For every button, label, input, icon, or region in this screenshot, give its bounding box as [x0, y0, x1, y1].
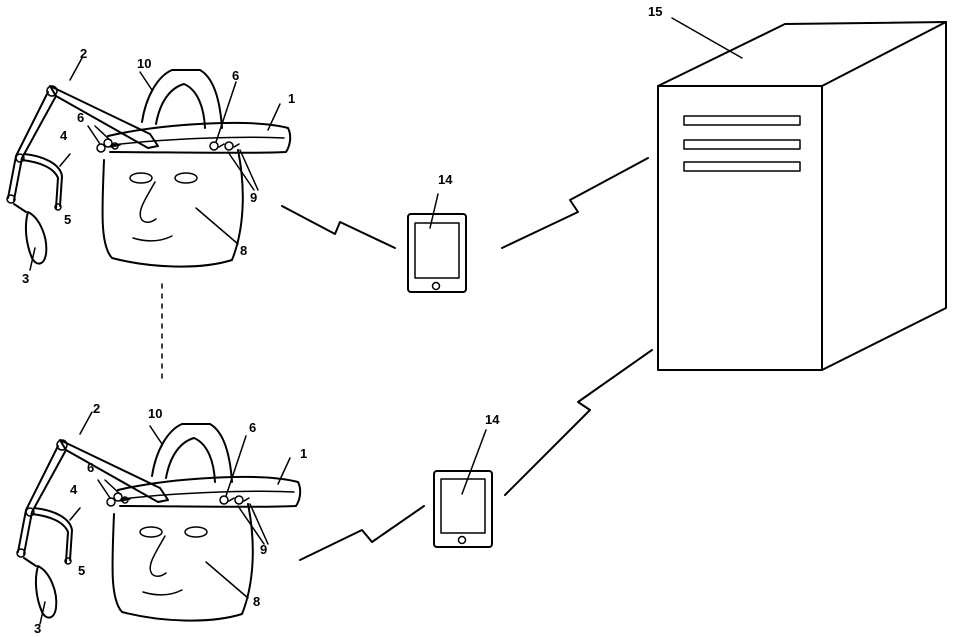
label-8-top: 8	[240, 243, 247, 258]
server-tower	[658, 18, 946, 370]
headset-figure-top	[7, 58, 290, 270]
headset-figure-bottom	[17, 412, 300, 624]
mobile-device-bottom	[434, 430, 492, 547]
wireless-link-phone-server-top	[502, 158, 648, 248]
label-15: 15	[648, 4, 662, 19]
wireless-link-bottom	[300, 506, 424, 560]
label-5-top: 5	[64, 212, 71, 227]
label-10-bottom: 10	[148, 406, 162, 421]
label-3-top: 3	[22, 271, 29, 286]
label-6-top-left: 6	[77, 110, 84, 125]
label-1-top: 1	[288, 91, 295, 106]
label-14-bottom: 14	[485, 412, 500, 427]
mobile-device-top	[408, 194, 466, 292]
label-6-bottom-left: 6	[87, 460, 94, 475]
label-14-top: 14	[438, 172, 453, 187]
label-2-top: 2	[80, 46, 87, 61]
label-5-bottom: 5	[78, 563, 85, 578]
label-8-bottom: 8	[253, 594, 260, 609]
label-4-bottom: 4	[70, 482, 78, 497]
label-3-bottom: 3	[34, 621, 41, 636]
label-6-bottom-right: 6	[249, 420, 256, 435]
wireless-link-phone-server-bottom	[505, 350, 652, 495]
label-9-top: 9	[250, 190, 257, 205]
label-10-top: 10	[137, 56, 151, 71]
label-4-top: 4	[60, 128, 68, 143]
label-9-bottom: 9	[260, 542, 267, 557]
wireless-link-top	[282, 206, 395, 248]
label-6-top-right: 6	[232, 68, 239, 83]
label-2-bottom: 2	[93, 401, 100, 416]
label-1-bottom: 1	[300, 446, 307, 461]
